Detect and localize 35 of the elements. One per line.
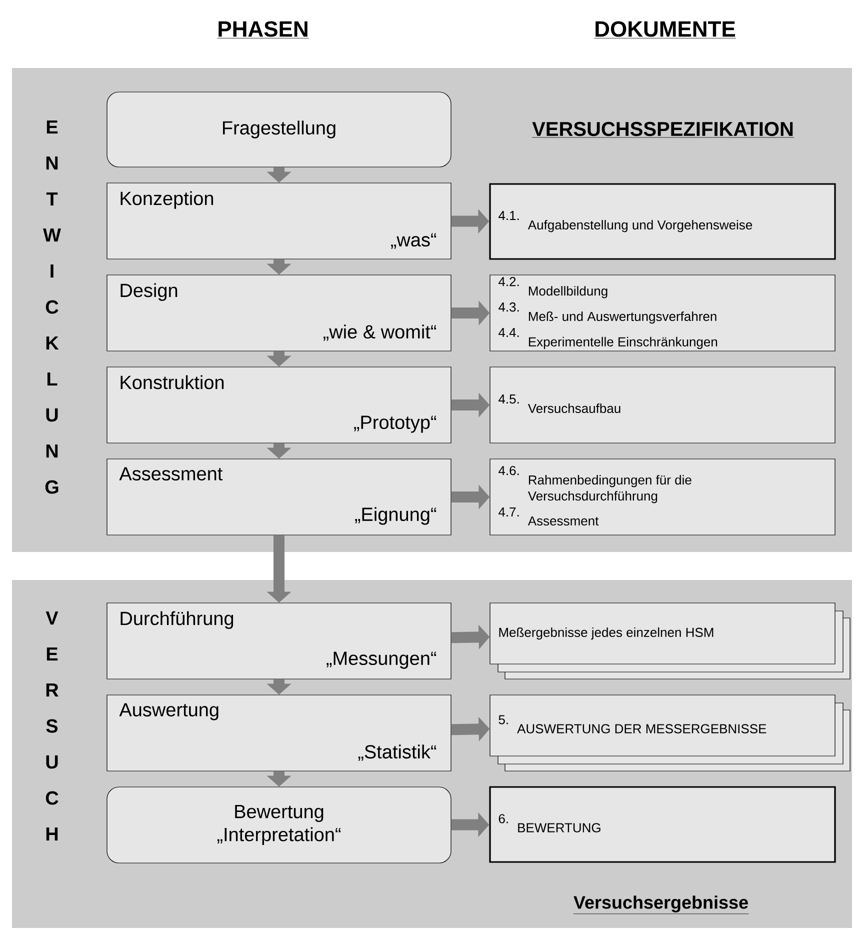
phase-box: Fragestellung xyxy=(106,92,452,168)
phase-box: Assessment „Eignung“ xyxy=(106,458,452,536)
document-box: 4.5. Versuchsaufbau xyxy=(490,366,836,444)
phase-box: Konstruktion „Prototyp“ xyxy=(106,366,452,444)
document-stack: Meßergebnisse jedes einzelnen HSM xyxy=(490,602,850,680)
phase-box: Durchführung „Messungen“ xyxy=(106,602,452,680)
vertical-letter: G xyxy=(45,480,58,494)
document-box: 4.6. Rahmenbedingungen für die Versuchsdurchführung 4.7. Assessment xyxy=(490,458,836,536)
vertical-letter: E xyxy=(46,647,58,661)
document-box: 4.1. Aufgabenstellung und Vorgehensweise xyxy=(489,183,836,260)
vertical-letter: T xyxy=(46,192,58,206)
column-heading: PHASEN xyxy=(216,21,310,38)
vertical-letter: I xyxy=(50,264,54,278)
vertical-letter: L xyxy=(47,372,58,386)
vertical-letter: H xyxy=(46,827,58,841)
vertical-letter: U xyxy=(46,408,58,422)
vertical-letter: N xyxy=(46,156,58,170)
vertical-letter: C xyxy=(46,791,58,805)
phase-box: Konzeption „was“ xyxy=(106,182,452,260)
document-box: 6. BEWERTUNG xyxy=(489,786,836,863)
phase-box: Bewertung „Interpretation“ xyxy=(106,786,452,864)
vertical-letter: C xyxy=(46,300,58,314)
vertical-letter: K xyxy=(46,336,59,350)
column-heading: DOKUMENTE xyxy=(594,21,736,38)
vertical-letter: R xyxy=(46,683,58,697)
vertical-letter: S xyxy=(46,719,58,733)
phase-box: Design „wie & womit“ xyxy=(106,274,452,352)
document-stack: 5. AUSWERTUNG DER MESSERGEBNISSE xyxy=(490,694,850,772)
document-box: 4.2. Modellbildung 4.3. Meß- und Auswertungsverfahren 4.4. Experimentelle Einschränkungen xyxy=(490,274,836,352)
vertical-letter: N xyxy=(46,444,58,458)
vertical-letter: E xyxy=(46,120,58,134)
phase-box: Auswertung „Statistik“ xyxy=(106,694,452,772)
vertical-letter: V xyxy=(46,611,58,625)
vertical-letter: W xyxy=(43,228,61,242)
vertical-letter: U xyxy=(46,755,58,769)
